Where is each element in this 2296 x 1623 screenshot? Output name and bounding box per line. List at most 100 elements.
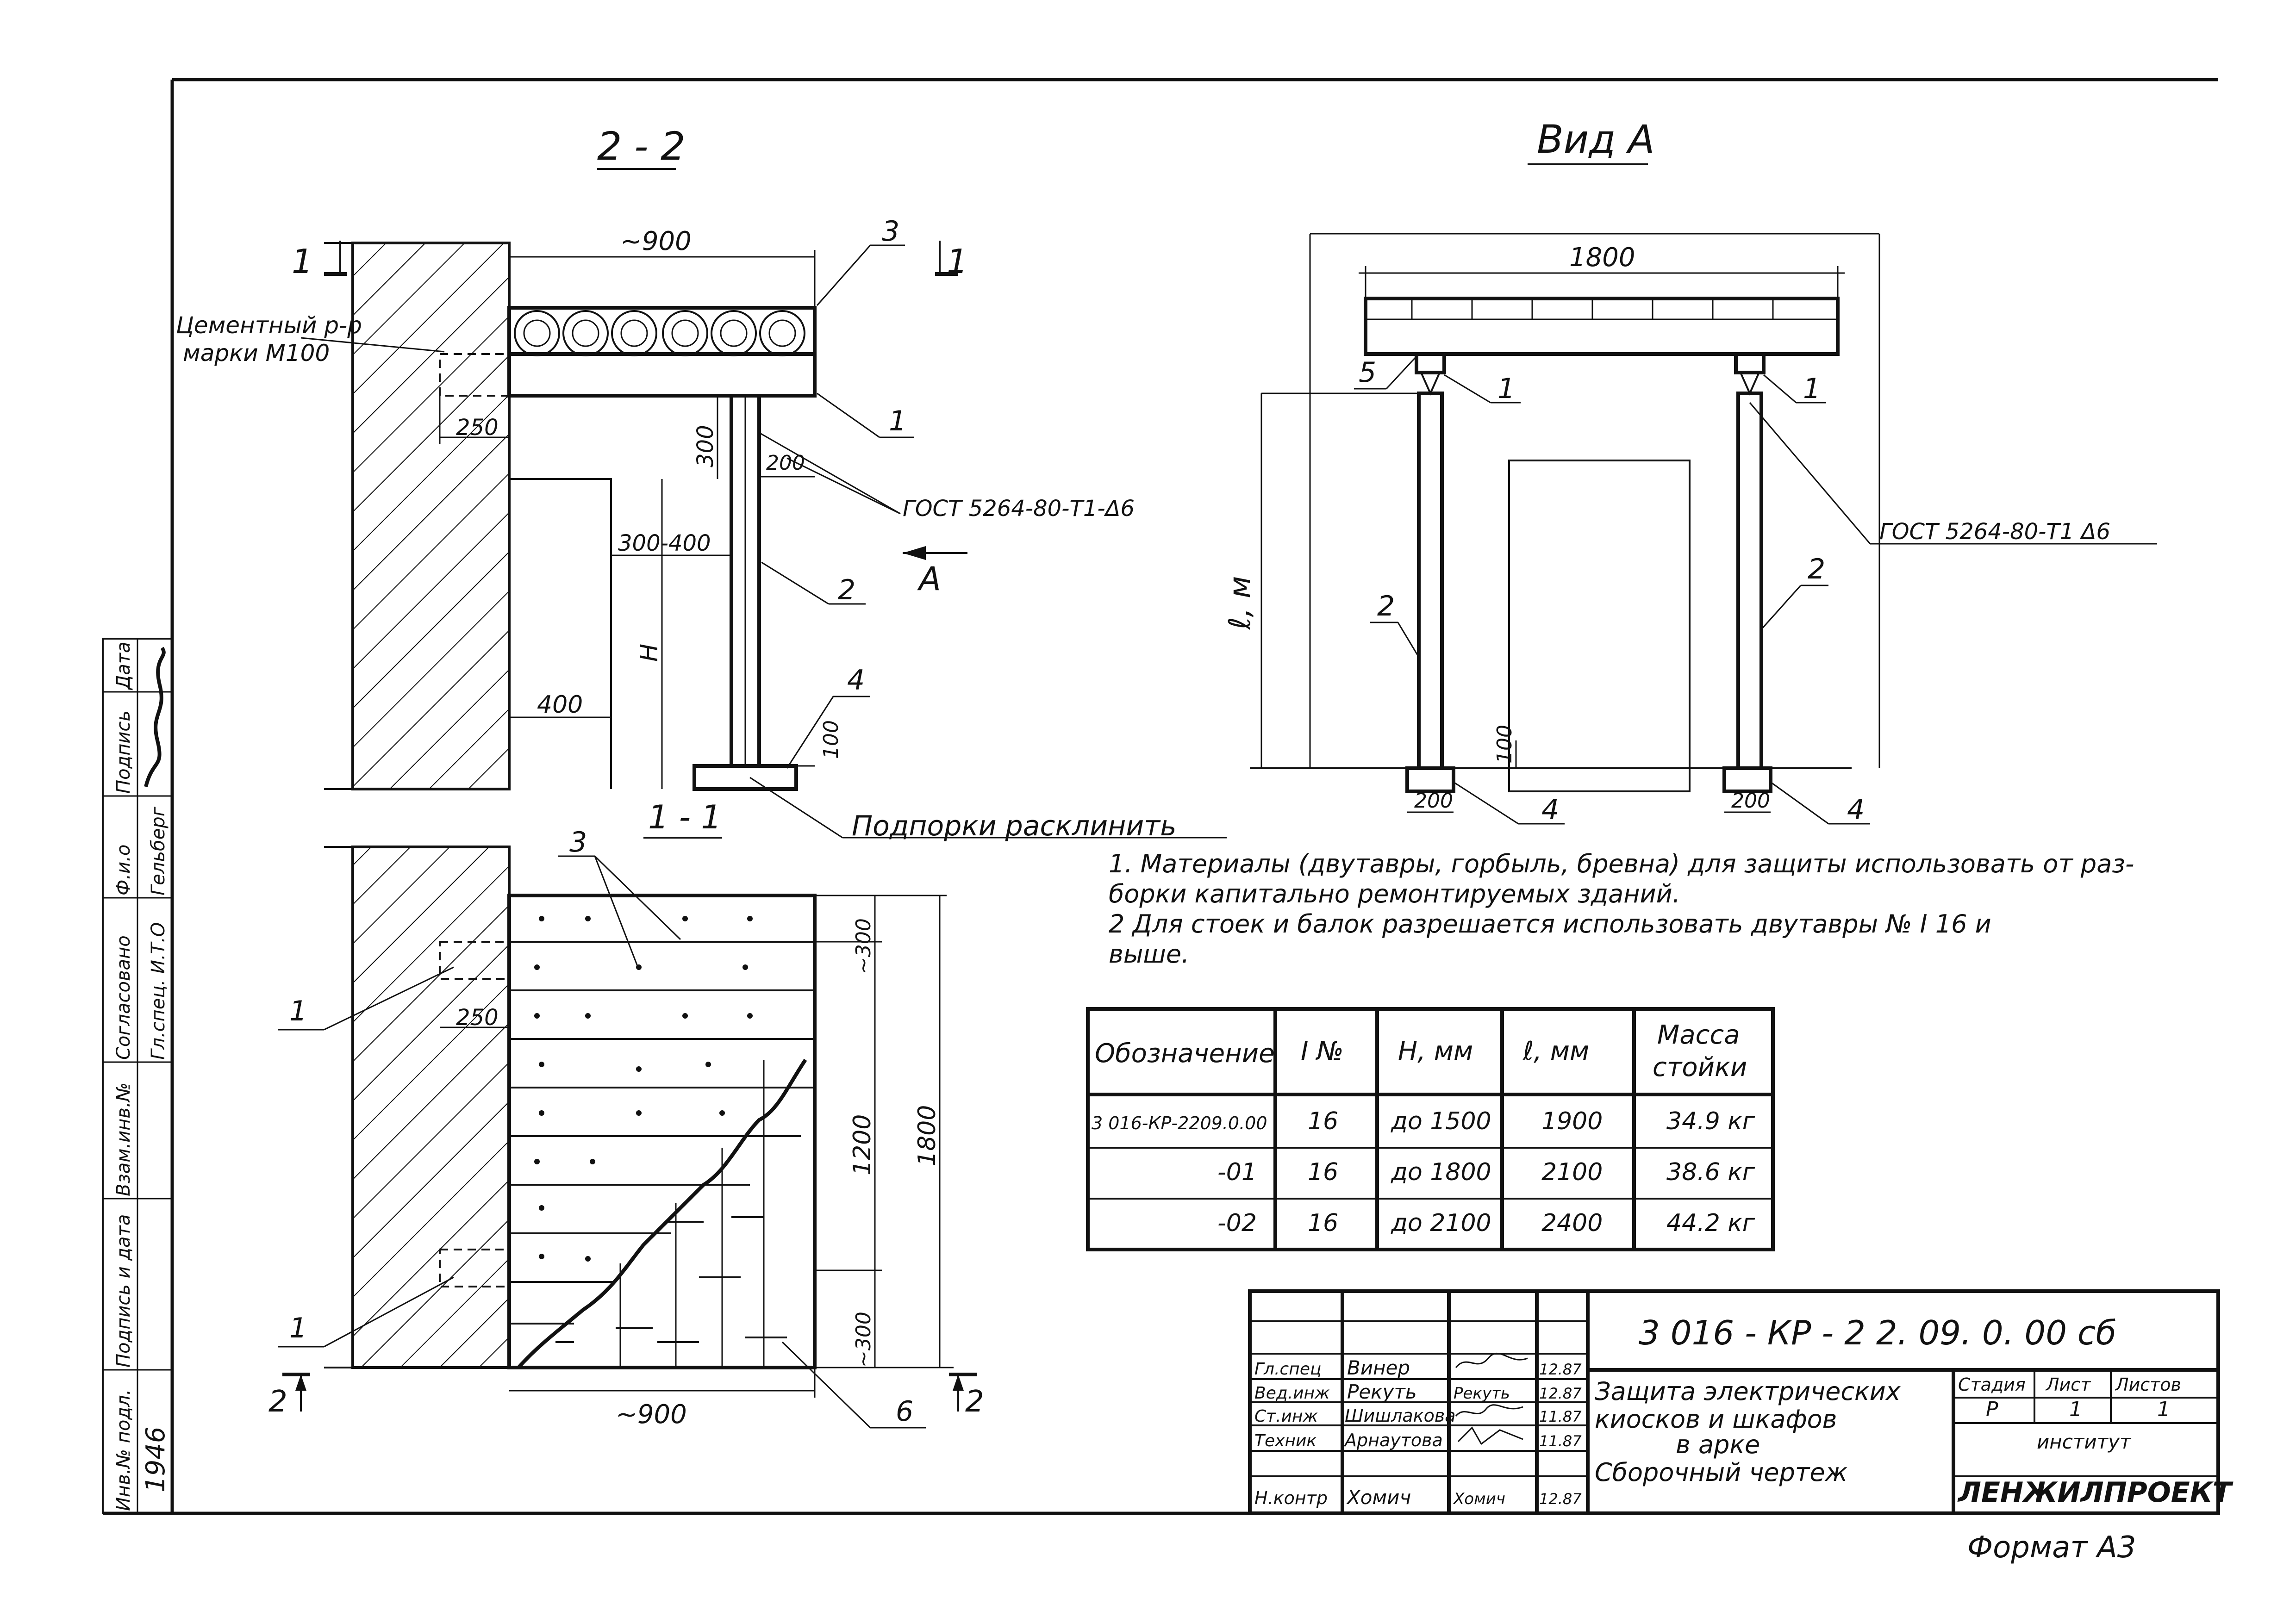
- spec-r2-l: 2100: [1541, 1158, 1603, 1186]
- tb-sheets-header: Листов: [2115, 1374, 2181, 1395]
- tb-date-5: 12.87: [1539, 1490, 1582, 1508]
- dim-H: Н: [636, 644, 663, 662]
- weld-label-view-a: ГОСТ 5264-80-Т1 Δ6: [1879, 519, 2110, 545]
- timber-logs: [507, 306, 817, 356]
- tb-signature-3: [1455, 1404, 1523, 1417]
- note-line-4: выше.: [1109, 939, 1189, 969]
- spec-header-mass: Масса: [1657, 1020, 1740, 1050]
- tb-title-2: киосков и шкафов: [1595, 1405, 1837, 1434]
- dim-300-top-1-1: ~300: [852, 918, 875, 974]
- dim-300-bottom-1-1: ~300: [852, 1312, 875, 1368]
- spec-r3-i: 16: [1308, 1209, 1338, 1237]
- tb-date-4: 11.87: [1539, 1432, 1582, 1450]
- tb-stage: Р: [1986, 1398, 1998, 1421]
- cut-2-right: 2: [965, 1385, 984, 1419]
- callout-2-right-view-a: 2: [1808, 553, 1825, 585]
- stamp-sign-date: Подпись и дата: [113, 1214, 134, 1368]
- note-line-1: 1. Материалы (двутавры, горбыль, бревна)…: [1109, 849, 2134, 878]
- dim-200: 200: [766, 451, 805, 475]
- pad-right-view-a: [1722, 766, 1772, 793]
- wedge-label: Подпорки расклинить: [852, 810, 1177, 842]
- spec-r2-h: до 1800: [1391, 1158, 1491, 1186]
- tb-role-1: Гл.спец: [1254, 1360, 1322, 1379]
- stamp-fio: Ф.и.о: [113, 845, 134, 895]
- callout-2-left-view-a: 2: [1377, 590, 1395, 622]
- i-beam-2-2: [507, 352, 817, 398]
- callout-4-2-2: 4: [847, 664, 865, 696]
- notes: 1. Материалы (двутавры, горбыль, бревна)…: [1109, 849, 2134, 969]
- weld-label-2-2: ГОСТ 5264-80-Т1-Δ6: [903, 496, 1135, 522]
- format-label: Формат А3: [1967, 1530, 2136, 1565]
- spec-header-l: ℓ, мм: [1522, 1036, 1589, 1066]
- tb-sheets: 1: [2157, 1398, 2170, 1421]
- spec-r2-i: 16: [1308, 1158, 1338, 1186]
- tb-sign-5: Хомич: [1453, 1490, 1505, 1508]
- post-right-view-a: [1736, 392, 1763, 770]
- break-line-1-1: [517, 1058, 807, 1369]
- tb-title-1: Защита электрических: [1595, 1377, 1901, 1406]
- tb-role-4: Техник: [1254, 1431, 1316, 1450]
- section-1-1: 1 - 1: [268, 798, 984, 1430]
- mortar-label-2: марки М100: [183, 340, 330, 367]
- tb-role-2: Вед.инж: [1254, 1384, 1330, 1403]
- pad-left-view-a: [1405, 766, 1455, 793]
- stamp-inv-orig: Инв.№ подл.: [113, 1389, 134, 1511]
- spec-r3-h: до 2100: [1391, 1209, 1491, 1237]
- door-view-a: [1508, 460, 1691, 792]
- dim-300-vert: 300: [693, 425, 718, 467]
- dim-1200: 1200: [849, 1114, 876, 1175]
- stamp-spec: Гл.спец. И.Т.О: [148, 922, 169, 1060]
- spec-r1-mass: 34.9 кг: [1666, 1107, 1755, 1135]
- tb-signature-4: [1457, 1426, 1523, 1445]
- dim-900-bottom: ~900: [616, 1399, 687, 1430]
- tb-role-5: Н.контр: [1254, 1488, 1328, 1508]
- label-l-m: ℓ, м: [1223, 576, 1257, 630]
- title-block: 3 016 - КР - 2 2. 09. 0. 00 сб Защита эл…: [1248, 1289, 2234, 1515]
- stamp-signature: Подпись: [113, 710, 134, 794]
- section-1-1-title: 1 - 1: [648, 798, 722, 836]
- tb-title-4: Сборочный чертеж: [1595, 1458, 1848, 1487]
- stamp-inv-value: 1946: [141, 1426, 171, 1492]
- dim-300-400: 300-400: [618, 530, 711, 556]
- spec-header-post: стойки: [1653, 1052, 1747, 1082]
- callout-5-view-a: 5: [1359, 356, 1376, 389]
- spec-r1-i: 16: [1308, 1107, 1338, 1135]
- callout-4-right-view-a: 4: [1847, 794, 1865, 826]
- tb-sheet-header: Лист: [2045, 1374, 2091, 1395]
- planks-1-1: [507, 894, 817, 1369]
- cut-1-left: 1: [292, 242, 313, 281]
- tb-name-4: Арнаутова: [1343, 1430, 1443, 1450]
- dim-1800-view-a: 1800: [1569, 243, 1635, 273]
- spec-r1-code: 3 016-КР-2209.0.00: [1092, 1113, 1267, 1133]
- spec-table: Обозначение I № Н, мм ℓ, мм Масса стойки…: [1086, 1007, 1775, 1251]
- side-stamp: Дата Подпись Ф.и.о Согласовано Гельберг …: [102, 638, 173, 1514]
- tb-signature-1: [1455, 1352, 1528, 1368]
- callout-1-lower-1-1: 1: [289, 1312, 307, 1344]
- tb-role-3: Ст.инж: [1254, 1407, 1318, 1426]
- cabinet-outline-2-2: [509, 478, 612, 789]
- tb-date-3: 11.87: [1539, 1408, 1582, 1425]
- tb-name-5: Хомич: [1346, 1486, 1411, 1509]
- spec-r3-l: 2400: [1541, 1209, 1603, 1237]
- spec-r2-mass: 38.6 кг: [1666, 1158, 1755, 1186]
- spec-r3-code: -02: [1217, 1209, 1257, 1237]
- section-2-2: 2 - 2 ~900 250 300: [176, 124, 1227, 842]
- dim-400: 400: [537, 691, 583, 719]
- post-left-view-a: [1417, 392, 1444, 770]
- mortar-label-1: Цементный р-р: [176, 312, 362, 339]
- spec-header-ibeam: I №: [1301, 1036, 1344, 1066]
- callout-2-2-2: 2: [838, 574, 855, 606]
- dim-900-top: ~900: [620, 226, 692, 256]
- wall-2-2: [351, 242, 511, 790]
- tb-sheet: 1: [2069, 1398, 2082, 1421]
- callout-4-left-view-a: 4: [1541, 794, 1559, 826]
- tb-date-1: 12.87: [1539, 1361, 1582, 1378]
- spec-header-designation: Обозначение: [1095, 1038, 1275, 1069]
- planks-view-a: [1364, 297, 1840, 356]
- tb-name-3: Шишлакова: [1345, 1405, 1456, 1426]
- callout-3-1-1: 3: [569, 826, 587, 858]
- spec-r2-code: -01: [1217, 1158, 1257, 1186]
- tb-code: 3 016 - КР - 2 2. 09. 0. 00 сб: [1639, 1313, 2116, 1352]
- tb-name-2: Рекуть: [1347, 1380, 1417, 1403]
